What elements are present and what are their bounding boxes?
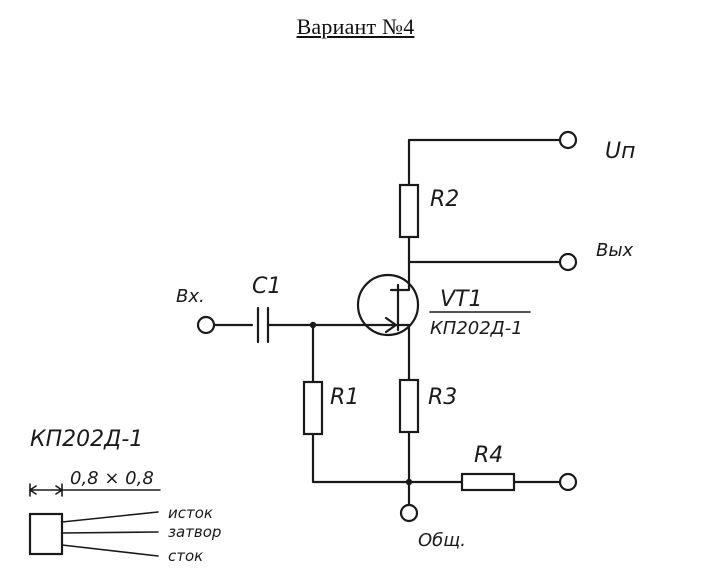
input-label: Вх. xyxy=(176,286,205,307)
r3-label: R3 xyxy=(428,385,457,410)
supply-terminal xyxy=(558,130,578,150)
transistor-vt1-body xyxy=(356,273,420,337)
r1-label: R1 xyxy=(330,385,359,410)
transistor-source-lead xyxy=(396,323,411,382)
vt1-part-label: КП202Д-1 xyxy=(430,318,523,339)
package-dimension-line xyxy=(28,483,161,497)
pin-gate-label: затвор xyxy=(168,523,221,541)
r1-bottom-wire xyxy=(311,432,411,484)
package-title: КП202Д-1 xyxy=(30,427,143,452)
vt1-label: VT1 xyxy=(440,287,483,312)
package-body xyxy=(28,512,64,556)
package-lead-gate xyxy=(61,531,159,534)
resistor-r3 xyxy=(398,378,420,434)
resistor-r2 xyxy=(398,183,420,239)
page-title: Вариант №4 xyxy=(296,14,415,39)
r4-terminal xyxy=(558,472,578,492)
r2-label: R2 xyxy=(430,187,459,212)
output-label: Вых xyxy=(596,240,634,261)
pin-drain-label: сток xyxy=(168,547,203,565)
package-lead-source xyxy=(61,511,159,523)
pin-source-label: исток xyxy=(168,504,213,522)
package-dimension-label: 0,8 × 0,8 xyxy=(70,468,154,489)
input-terminal xyxy=(196,315,216,335)
package-lead-drain xyxy=(61,544,159,557)
ground-terminal xyxy=(399,503,419,523)
capacitor-c1 xyxy=(256,306,270,344)
output-terminal xyxy=(558,252,578,272)
ground-label: Общ. xyxy=(418,530,466,551)
gate-arrow-icon xyxy=(384,316,398,334)
supply-label: Uп xyxy=(605,139,636,164)
c1-label: C1 xyxy=(252,274,281,299)
transistor-drain-lead xyxy=(396,278,411,292)
r4-label: R4 xyxy=(474,443,503,468)
resistor-r1 xyxy=(302,380,324,436)
supply-wire xyxy=(407,138,562,187)
resistor-r4 xyxy=(460,472,516,492)
